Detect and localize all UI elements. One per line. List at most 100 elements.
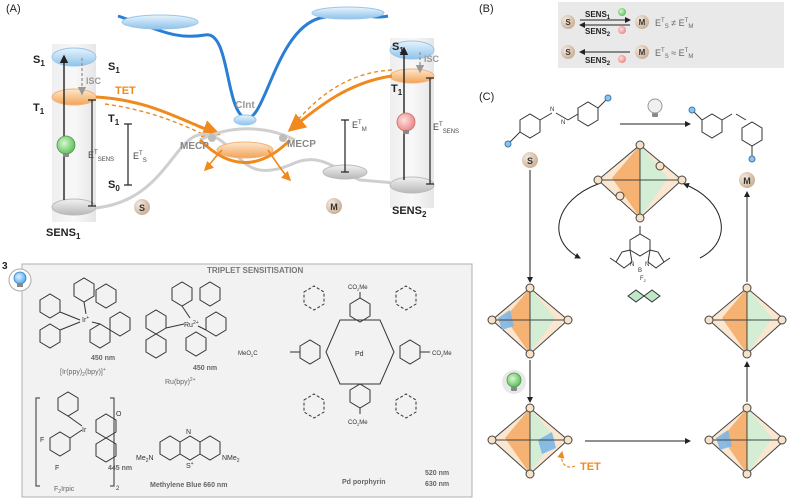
panel-b-box [558,2,784,68]
b-row2-m: M [639,48,646,57]
cage-right-middle [704,283,787,359]
cint-label: CInt [235,100,255,111]
cage-left-middle [487,283,573,359]
b-row1-s: S [565,18,571,27]
svg-text:F2Irpic: F2Irpic [54,486,75,495]
svg-text:ETS ≠ ETM: ETS ≠ ETM [655,18,693,30]
b-row2-s: S [565,48,571,57]
panel-b-label: (B) [479,3,494,15]
s1-bowl-left [121,14,199,30]
svg-text:CO2Me: CO2Me [348,285,368,292]
b-row1-eq: E [655,18,661,28]
svg-text:2: 2 [116,486,120,492]
svg-text:M: M [743,176,751,186]
s1-right-label: S [392,41,399,53]
sens1-s0-bowl [51,198,97,216]
svg-text:ETSENS: ETSENS [88,150,114,163]
ir-label: [Ir(ppy) [60,369,82,376]
s0-label: S [108,179,115,191]
svg-text:N: N [550,107,554,113]
svg-text:[Ir(ppy)2(bpy)]+: [Ir(ppy)2(bpy)]+ [60,367,106,378]
s-badge-a [134,199,150,215]
svg-text:CO2Me: CO2Me [348,420,368,427]
svg-text:M: M [330,202,338,212]
s1-mid-label: S [108,61,115,73]
ir-ppy-bpy-structure [39,277,131,349]
b-row1-m: M [639,18,646,27]
cint-bowl [233,114,257,126]
svg-text:NMe2: NMe2 [222,455,240,464]
pd-nm2: 630 nm [425,481,449,488]
b-row2-eq: E [655,48,661,58]
svg-text:B: B [638,268,642,274]
svg-text:N: N [645,262,649,268]
svg-text:S1: S1 [108,61,120,75]
svg-text:Ir+: Ir+ [82,315,89,324]
svg-text:MeO2C: MeO2C [238,351,258,358]
svg-text:Ru(bpy)2+: Ru(bpy)2+ [165,377,196,386]
tet-arrow-left [95,95,221,138]
ru-nm: 450 nm [193,365,217,372]
f2irpic-structure [35,391,117,487]
t1-right-label: T [391,83,398,95]
svg-text:ETM: ETM [352,120,367,133]
sens2-s0-bowl [389,176,435,194]
svg-text:SENS2: SENS2 [392,205,427,219]
svg-text:O: O [116,411,122,418]
svg-text:SENS1: SENS1 [585,10,611,21]
svg-text:ETSENS: ETSENS [433,122,459,135]
b-row1-top: SENS [585,10,607,19]
pd-label: Pd porphyrin [342,479,386,486]
svg-text:Me2N: Me2N [136,455,154,464]
panel-a-label: (A) [6,3,21,15]
svg-text:T1: T1 [108,113,120,127]
svg-text:CO2Me: CO2Me [432,351,452,358]
svg-text:S1: S1 [392,41,404,55]
methylene-blue-structure [159,435,221,461]
svg-text:S0: S0 [108,179,120,193]
t1-left-label: T [33,102,40,114]
svg-text:S+: S+ [186,461,194,470]
svg-text:S1: S1 [33,54,45,68]
svg-text:N: N [186,429,191,436]
svg-text:S: S [139,203,145,213]
cage-left-bottom [487,403,573,479]
cage-top [593,140,687,223]
svg-text:SENS2: SENS2 [585,56,611,67]
panel-c-label: (C) [479,91,494,103]
bodipy-structure [609,226,671,269]
white-light-icon [647,98,663,114]
tet-arrow-right [287,74,393,132]
et-m-label: E [352,120,358,130]
green-light-icon [56,135,76,155]
sens2-label: SENS [392,205,422,217]
s1-left-label: S [33,54,40,66]
svg-text:SENS1: SENS1 [46,227,81,241]
sens1-s1-bowl [51,47,97,67]
trans-azobenzene [509,99,607,143]
svg-text:F: F [40,437,44,444]
triplet-title: TRIPLET SENSITISATION [207,266,304,275]
tet-label: TET [115,85,136,97]
f2-nm: 445 nm [108,465,132,472]
svg-text:Ir: Ir [82,427,87,434]
sens2-t1-bowl [389,68,435,84]
isc-left-label: ISC [86,76,102,86]
svg-text:Pd: Pd [355,351,364,358]
cis-azobenzene [693,111,763,156]
step-number: 3 [2,261,8,272]
et-sens-right-label: E [433,122,439,132]
svg-text:N: N [561,120,565,126]
isc-right-label: ISC [424,54,440,64]
et-sens-left-label: E [88,150,94,160]
t1-mid-label: T [108,113,115,125]
b-row1-bottom: SENS [585,27,607,36]
cage-right-bottom [704,403,787,479]
t1-potential-curve [198,138,292,164]
pd-porphyrin-structure [290,285,430,419]
green-guest-icon [627,289,661,303]
svg-text:S: S [527,156,533,166]
mecp-left-label: MECP [180,141,209,152]
svg-text:F2: F2 [640,276,647,283]
